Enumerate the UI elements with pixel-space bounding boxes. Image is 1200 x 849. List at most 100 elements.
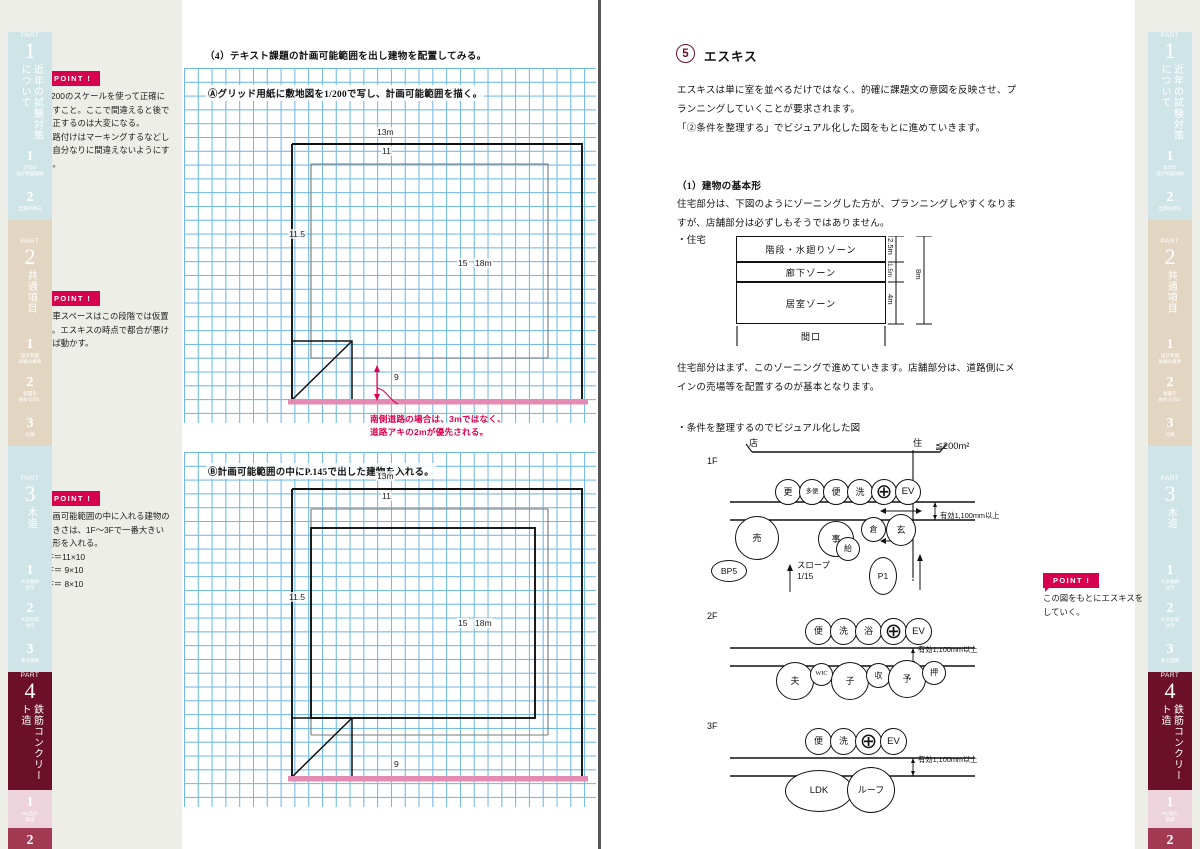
tab-part-number: 4 bbox=[1164, 678, 1176, 703]
plan-b-dim-top-outer-lbl: 13m bbox=[376, 471, 395, 481]
sidebar-tab-sub-4-2[interactable]: 2ラーメン 構造 bbox=[1148, 828, 1192, 849]
floor-2f-clearance: 有効1,100mm以上 bbox=[918, 645, 978, 654]
sub1-body2: 住宅部分はまず、このゾーニングで進めていきます。店舗部分は、道路側にメインの売場… bbox=[677, 364, 1015, 393]
zoning-row-2: 居室ゾーン bbox=[736, 282, 886, 324]
tab-sub-label: 付録 bbox=[1165, 431, 1175, 437]
plan-b-dim-left-lbl: 11.5 bbox=[288, 592, 307, 602]
plan-a-dim-top-outer-lbl: 13m bbox=[376, 127, 395, 137]
tab-sub-number: 1 bbox=[1166, 562, 1174, 578]
right-page-intro: エスキスは単に室を並べるだけではなく、的確に課題文の意図を反映させ、プランニング… bbox=[677, 86, 1017, 134]
book-gutter bbox=[598, 0, 601, 849]
tab-sub-label: 木造枠組 住宅 bbox=[1160, 616, 1180, 628]
point-body: この図をもとにエスキスをしていく。 bbox=[1043, 593, 1144, 617]
zoning-dim-2: 4m bbox=[886, 294, 895, 305]
plan-b-dim-top-inner-lbl: 11 bbox=[381, 491, 392, 501]
tab-part-word: PART bbox=[20, 238, 40, 245]
tab-part-word: PART bbox=[20, 475, 40, 482]
zoning-dim-total: 8m bbox=[914, 269, 923, 280]
tab-part-number: 4 bbox=[24, 678, 36, 703]
tab-part-number: 1 bbox=[24, 38, 36, 63]
point-body: 駐車スペースはこの段階では仮置き。エスキスの時点で都合が悪ければ動かす。 bbox=[44, 311, 169, 349]
plan-a-dim-top-inner-lbl: 11 bbox=[381, 146, 392, 156]
tab-part-word: PART bbox=[20, 32, 40, 39]
tab-part-title: 木造 bbox=[1165, 507, 1177, 529]
point-tag: POINT ! bbox=[1043, 573, 1100, 592]
bubble-1f-top-3: 洗 bbox=[847, 479, 873, 505]
tab-sub-number: 2 bbox=[26, 600, 34, 616]
bubble-diagram-header bbox=[745, 443, 947, 453]
sub1-heading: （1）建物の基本形 bbox=[677, 181, 762, 192]
bubble-2f-bottom-0: 夫 bbox=[776, 662, 814, 700]
zoning-dim-1: 1.5m bbox=[886, 263, 893, 278]
bubble-3f-top-1: 洗 bbox=[830, 728, 857, 755]
bubble-1f-extra-bp5: BP5 bbox=[711, 560, 747, 582]
tab-sub-label: 木造枠組 住宅 bbox=[20, 616, 40, 628]
section-number-badge: 5 bbox=[676, 44, 695, 63]
tab-sub-number: 1 bbox=[1166, 336, 1174, 352]
floor-3f-clearance: 有効1,100mm以上 bbox=[918, 755, 978, 764]
right-page-content-area bbox=[601, 0, 1135, 849]
bubble-1f-top-0: 更 bbox=[775, 479, 801, 505]
bubble-1f-top-4-stairs: ⊕ bbox=[871, 479, 897, 505]
bubble-1f-top-5-ev: EV bbox=[895, 479, 921, 505]
tab-sub-number: 2 bbox=[1166, 832, 1174, 848]
tab-sub-number: 1 bbox=[26, 562, 34, 578]
grid-paper-b bbox=[184, 452, 596, 807]
zoning-row-1: 廊下ゾーン bbox=[736, 262, 886, 282]
sidebar-tab-sub-4-2[interactable]: 2ラーメン 構造 bbox=[8, 828, 52, 849]
tab-sub-label: 木造軸組 住宅 bbox=[1160, 578, 1180, 590]
left-page-step-a: Ⓐグリッド用紙に敷地図を1/200で写し、計画可能範囲を描く。 bbox=[206, 85, 485, 101]
bubble-3f-bottom-0-ldk: LDK bbox=[785, 770, 853, 812]
bubble-1f-top-1: 多便 bbox=[799, 479, 825, 505]
sub1-body: 住宅部分は、下図のようにゾーニングした方が、プランニングしやすくなりますが、店舗… bbox=[677, 200, 1017, 229]
sub1-caption: ・住宅 bbox=[677, 236, 707, 246]
tab-sub-label: 製図を 始める前に bbox=[1158, 390, 1182, 402]
tab-part-title: 共通項目 bbox=[25, 270, 37, 314]
tab-part-number: 3 bbox=[24, 481, 36, 506]
tab-part-title: 木造 bbox=[25, 507, 37, 529]
tab-sub-number: 1 bbox=[26, 336, 34, 352]
plan-b-dim-right-outer-lbl: 18m bbox=[474, 618, 493, 628]
zoning-figure: 階段・水廻りゾーン 廊下ゾーン 居室ゾーン 間口 2.5m 1.5m 4m 8m bbox=[736, 236, 966, 346]
site-plan-a bbox=[288, 143, 588, 405]
tab-sub-number: 1 bbox=[1166, 794, 1174, 810]
tab-part-word: PART bbox=[1160, 672, 1180, 679]
left-page-heading: （4）テキスト課題の計画可能範囲を出し建物を配置してみる。 bbox=[205, 51, 487, 62]
plan-a-dim-right-inner-lbl: 15 bbox=[457, 258, 469, 268]
floor-1f-clearance: 有効1,100mm以上 bbox=[940, 511, 1000, 520]
bubble-2f-bottom-1: WIC bbox=[810, 663, 833, 686]
bubble-3f-bottom-1-roof: ルーフ bbox=[847, 767, 895, 813]
tab-part-number: 2 bbox=[24, 244, 36, 269]
tab-sub-number: 1 bbox=[1166, 148, 1174, 164]
zoning-row-0: 階段・水廻りゾーン bbox=[736, 236, 886, 262]
tab-sub-label: 設計製図 試験の概要 bbox=[18, 352, 42, 364]
floor-label-2f: 2F bbox=[707, 611, 718, 621]
bubble-2f-top-4-ev: EV bbox=[905, 618, 932, 645]
